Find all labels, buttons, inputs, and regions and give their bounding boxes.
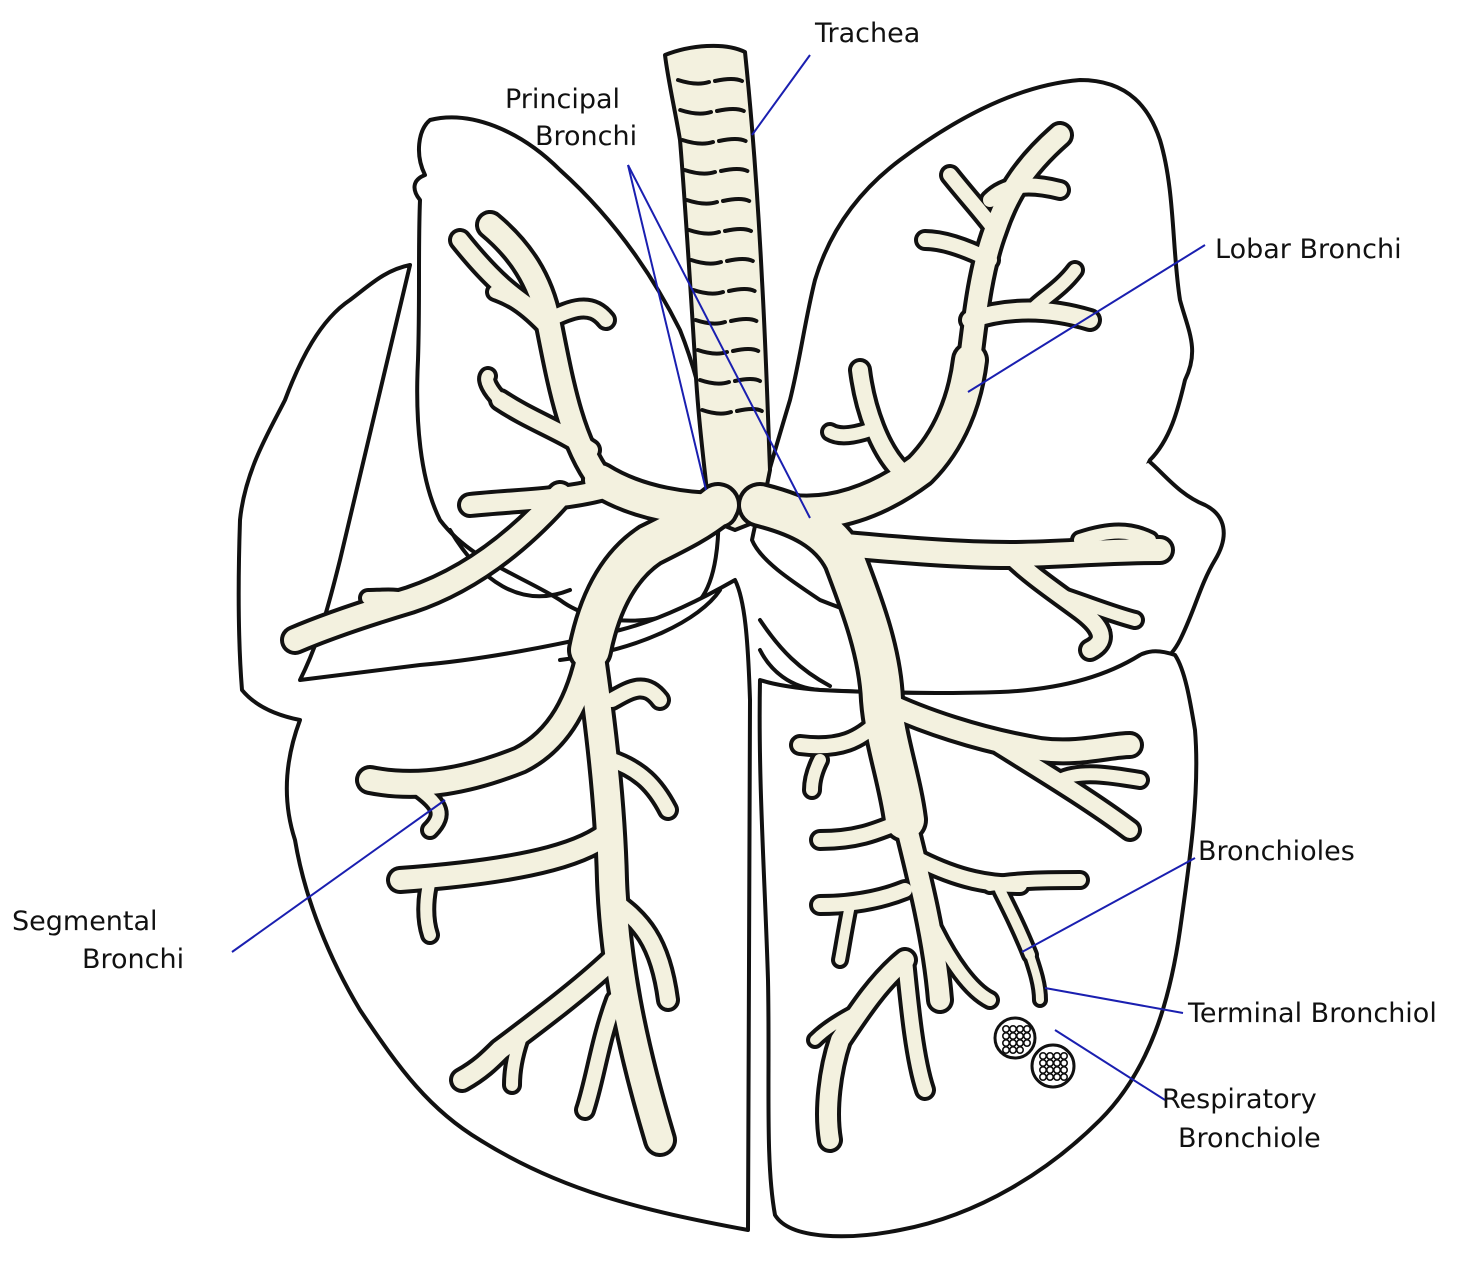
bronchus-branch [1002,547,1109,658]
trachea-rings [676,77,764,416]
label-trachea: Trachea [814,18,920,49]
trachea-ring [682,167,750,176]
trachea-ring [680,137,748,146]
bronchial-tree-fill [284,125,1171,1153]
bronchus-branch [943,168,1002,237]
alveolar-sac-outline [1030,1043,1076,1089]
alveolus [1022,1039,1031,1048]
bronchus-branch [835,900,855,965]
bronchus-branch [962,302,1098,328]
label-respiratory-bronchiole-line2: Bronchiole [1178,1123,1321,1154]
alveolar-sac-icon [993,1016,1037,1060]
trachea-ring [684,197,752,206]
bronchus-branch [819,951,914,1149]
bronchus-branch [414,784,445,836]
trachea-ring [698,377,762,386]
bronchus-branch [420,874,436,941]
bronchus-branch [898,953,932,1097]
labels: Trachea Principal Bronchi Lobar Bronchi … [12,18,1437,1154]
leader-lines [231,54,1206,1101]
label-lobar-bronchi: Lobar Bronchi [1215,234,1402,265]
bronchus-branch [765,345,985,528]
bronchus-branch [453,951,621,1089]
bronchus-branch [604,892,676,1008]
leader-lobar [967,244,1206,393]
label-bronchioles: Bronchioles [1198,836,1355,867]
bronchus-branch [577,637,673,1153]
bronchus-branch [492,392,598,458]
bronchus-branch [813,883,912,912]
trachea-ring [689,257,755,266]
bronchus-branch [1024,264,1081,318]
bronchus-branch [605,681,667,707]
trachea [663,43,772,532]
label-segmental-bronchi-line1: Segmental [12,906,158,937]
bronchus-branch [895,810,950,1010]
leader-trachea [751,54,811,136]
leader-respiratory [1054,1029,1166,1101]
bronchus-branch [585,465,735,525]
bronchus-branch [984,874,1086,891]
label-segmental-bronchi-line2: Bronchi [82,944,184,975]
bronchus-branch [481,370,506,406]
bronchus-branch [541,301,613,327]
trachea-ring [678,107,746,116]
bronchus-branch [506,1034,526,1091]
alveolus [1015,1046,1024,1055]
trachea-ring [687,227,753,236]
alveolar-sac-icon [1030,1043,1076,1089]
bronchus-branch [793,713,887,754]
bronchus-branch [1054,589,1141,626]
label-terminal-bronchiol: Terminal Bronchiol [1187,998,1437,1029]
leader-segmental [231,799,446,953]
bronchus-branch [870,690,1140,762]
trachea-ring [676,77,744,86]
trachea-ring [693,317,759,326]
leader-principal-left [627,164,707,491]
bronchus-branch [983,178,1067,207]
bronchus-branch [741,486,924,839]
bronchus-branch [578,993,622,1117]
bronchus-branch [461,481,609,514]
leader-principal-right [627,164,811,519]
bronchus-branch [992,737,1138,838]
trachea-ring [691,287,757,296]
leader-bronchioles [1021,857,1196,953]
bronchus-branch [1054,768,1146,786]
bronchus-branch [810,1005,865,1045]
bronchus-branch [390,820,622,890]
label-respiratory-bronchiole-line1: Respiratory [1162,1084,1317,1115]
trachea-ring [700,407,764,416]
bronchus-branch [824,424,876,442]
bronchus-branch [806,754,826,796]
leader-terminal [1044,987,1184,1014]
label-principal-bronchi-line1: Principal [505,84,620,115]
bronchus-branch [489,286,554,336]
bronchus-branch [359,639,601,795]
bronchus-branch [1074,526,1156,546]
alveoli [993,1016,1076,1089]
bronchus-branch [362,591,416,606]
alveolus [1060,1073,1069,1082]
bronchus-branch [605,753,675,817]
bronchus-branch [918,233,997,267]
bronchus-branch [1026,951,1044,1004]
label-principal-bronchi-line2: Bronchi [535,121,637,152]
bronchus-branch [929,924,996,1006]
